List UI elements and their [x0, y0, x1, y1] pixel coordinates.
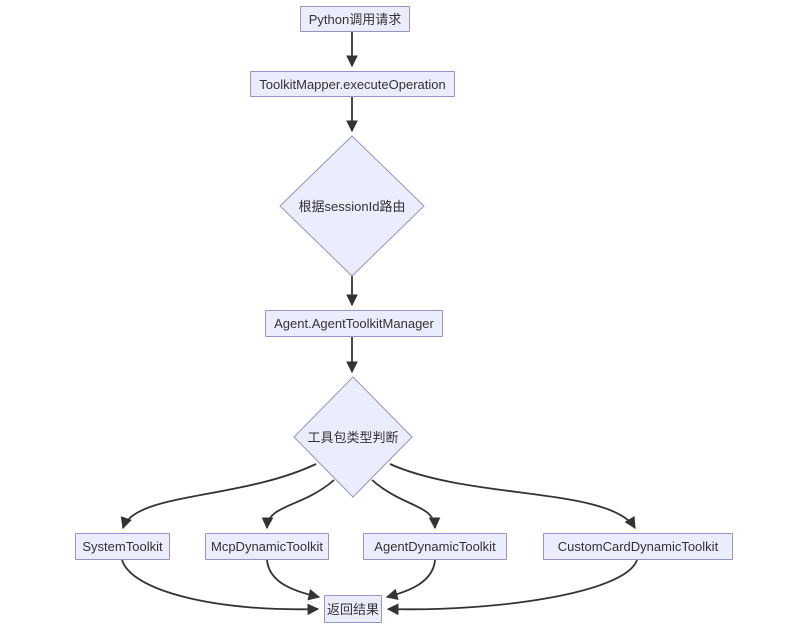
node-agent-dynamic-toolkit-label: AgentDynamicToolkit: [374, 539, 496, 554]
decision-toolkit-type-label-box: 工具包类型判断: [283, 429, 423, 445]
edge-judge-to-custom: [389, 463, 636, 529]
edge-custom-to-result: [386, 559, 638, 616]
node-custom-card-dynamic-toolkit: CustomCardDynamicToolkit: [543, 533, 733, 560]
decision-diamond-toolkit-type: [293, 376, 413, 498]
node-agent-toolkit-manager-label: Agent.AgentToolkitManager: [274, 316, 434, 331]
edge-mcp-to-result: [266, 559, 321, 601]
node-agent-dynamic-toolkit: AgentDynamicToolkit: [363, 533, 507, 560]
edge-judge-to-agent: [371, 479, 441, 530]
node-return-result: 返回结果: [324, 595, 382, 623]
node-python-request-label: Python调用请求: [308, 11, 402, 27]
node-python-request: Python调用请求: [300, 6, 410, 32]
decision-session-route-label: 根据sessionId路由: [298, 198, 406, 214]
decision-toolkit-type-label: 工具包类型判断: [307, 429, 399, 445]
node-mcp-dynamic-toolkit: McpDynamicToolkit: [205, 533, 329, 560]
node-system-toolkit-label: SystemToolkit: [82, 539, 163, 554]
node-custom-card-dynamic-toolkit-label: CustomCardDynamicToolkit: [557, 539, 719, 554]
edge-judge-to-system: [120, 463, 317, 530]
edge-agent-to-result: [385, 559, 436, 601]
decision-session-route-label-box: 根据sessionId路由: [262, 198, 442, 214]
edge-judge-to-mcp: [261, 479, 335, 530]
edge-system-to-result: [121, 559, 320, 616]
node-agent-toolkit-manager: Agent.AgentToolkitManager: [265, 310, 443, 337]
node-toolkitmapper-executeoperation: ToolkitMapper.executeOperation: [250, 71, 455, 97]
node-mcp-dynamic-toolkit-label: McpDynamicToolkit: [211, 539, 323, 554]
node-system-toolkit: SystemToolkit: [75, 533, 170, 560]
node-return-result-label: 返回结果: [326, 601, 379, 617]
node-toolkitmapper-executeoperation-label: ToolkitMapper.executeOperation: [259, 76, 446, 92]
decision-diamond-session-route: [279, 135, 425, 277]
